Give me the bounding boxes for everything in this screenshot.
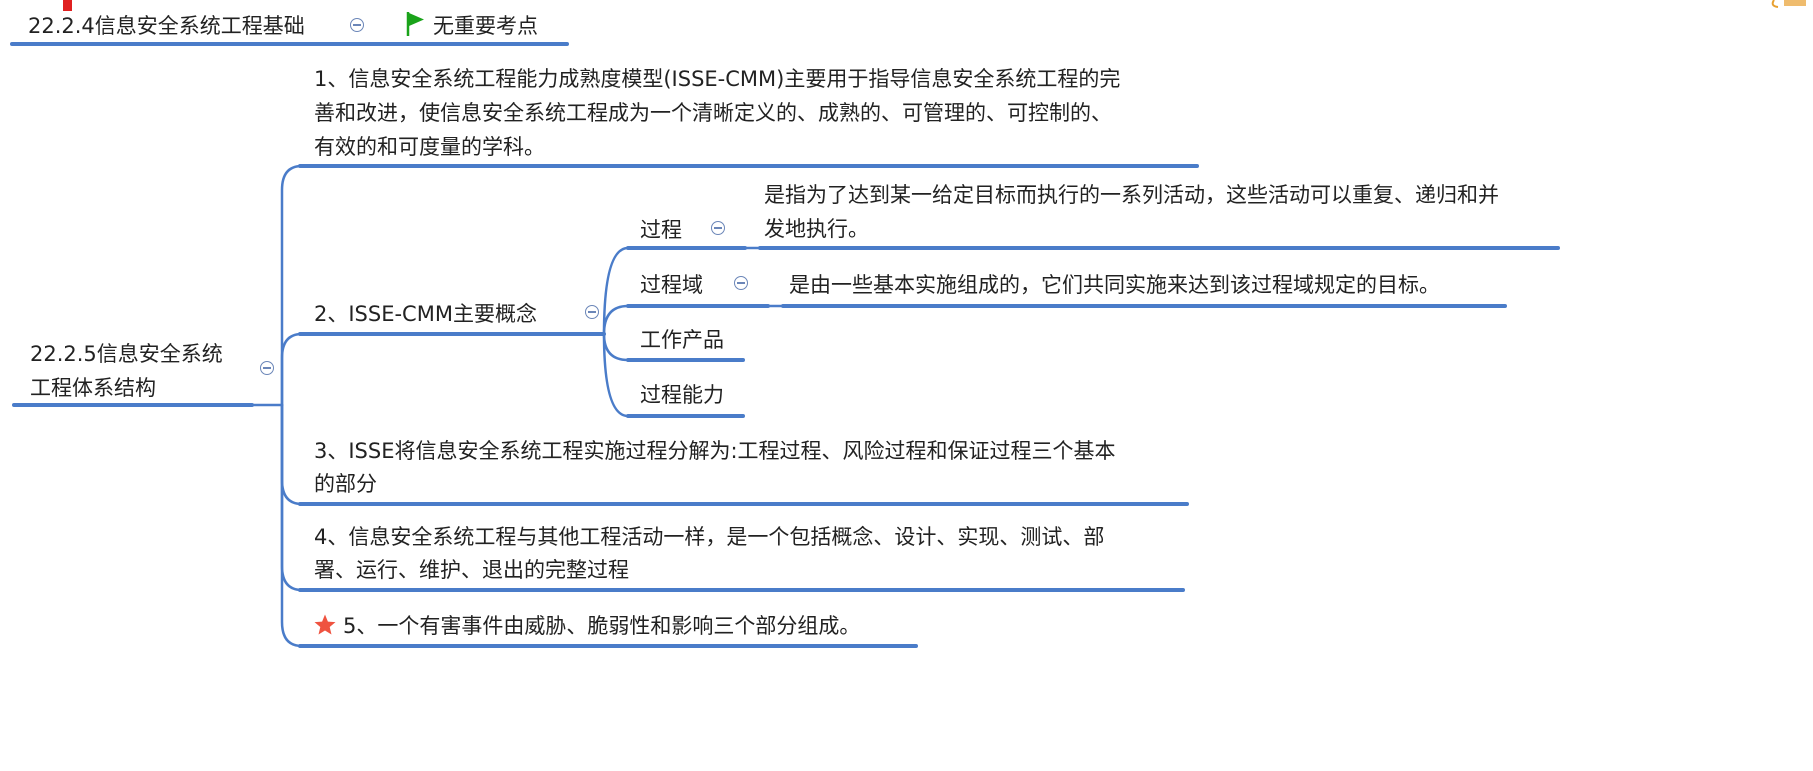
sub-node-work-product[interactable]: 工作产品 — [640, 328, 724, 352]
top-topic-title[interactable]: 22.2.4信息安全系统工程基础 — [28, 14, 305, 38]
connector-branch-3 — [280, 403, 304, 506]
branch-4-line-2[interactable]: 署、运行、维护、退出的完整过程 — [314, 558, 629, 582]
sub-node-process-area[interactable]: 过程域 — [640, 273, 703, 297]
connector-sub-4 — [602, 332, 630, 418]
branch-3-line-2[interactable]: 的部分 — [314, 472, 377, 496]
branch-1-line-1[interactable]: 1、信息安全系统工程能力成熟度模型(ISSE-CMM)主要用于指导信息安全系统工… — [314, 67, 1121, 91]
branch-2-title[interactable]: 2、ISSE-CMM主要概念 — [314, 302, 537, 326]
sub-node-process-area-collapse-icon[interactable] — [734, 276, 748, 290]
red-edge-marker — [63, 0, 72, 11]
sub-node-process-capability[interactable]: 过程能力 — [640, 383, 724, 407]
connector-branch-2 — [280, 332, 304, 407]
branch-1-line-3[interactable]: 有效的和可度量的学科。 — [314, 135, 545, 159]
detail-process-line-2[interactable]: 发地执行。 — [764, 217, 869, 241]
connector-branch-5 — [280, 403, 304, 648]
branch-1-line-2[interactable]: 善和改进，使信息安全系统工程成为一个清晰定义的、成熟的、可管理的、可控制的、 — [314, 101, 1112, 125]
sub-node-process[interactable]: 过程 — [640, 218, 682, 242]
corner-decoration — [1771, 0, 1806, 8]
branch-2-collapse-icon[interactable] — [585, 305, 599, 319]
branch-5-line-1[interactable]: 5、一个有害事件由威胁、脆弱性和影响三个部分组成。 — [343, 614, 861, 638]
root-title-line-2[interactable]: 工程体系结构 — [30, 376, 156, 400]
connector-sub-1 — [602, 246, 630, 336]
connector-sub-3 — [602, 332, 630, 362]
connector-sub-2 — [602, 304, 630, 336]
root-title-line-1[interactable]: 22.2.5信息安全系统 — [30, 342, 223, 366]
sub-node-process-collapse-icon[interactable] — [711, 221, 725, 235]
detail-process-area-line-1[interactable]: 是由一些基本实施组成的，它们共同实施来达到该过程域规定的目标。 — [789, 273, 1440, 297]
branch-3-line-1[interactable]: 3、ISSE将信息安全系统工程实施过程分解为:工程过程、风险过程和保证过程三个基… — [314, 439, 1116, 463]
top-topic-collapse-icon[interactable] — [350, 18, 364, 32]
root-collapse-icon[interactable] — [260, 361, 274, 375]
detail-process-line-1[interactable]: 是指为了达到某一给定目标而执行的一系列活动，这些活动可以重复、递归和并 — [764, 183, 1499, 207]
red-star-icon — [314, 614, 336, 635]
connector-branch-1 — [280, 164, 304, 407]
top-topic-marker-label: 无重要考点 — [433, 14, 538, 38]
branch-4-line-1[interactable]: 4、信息安全系统工程与其他工程活动一样，是一个包括概念、设计、实现、测试、部 — [314, 525, 1105, 549]
green-flag-icon — [406, 12, 424, 36]
